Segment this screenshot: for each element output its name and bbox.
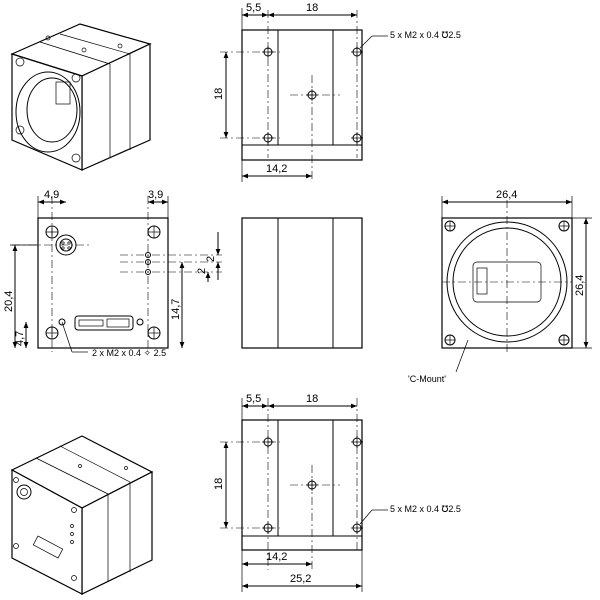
- back-dim-bottom: 4,7: [14, 331, 26, 346]
- back-view: 4,9 3,9 2 2 20,4 4,7 14,7 2 x M2 x 0.4 ✧…: [3, 189, 222, 358]
- top-dim-spacing: 18: [306, 2, 318, 14]
- back-dim-right: 3,9: [148, 189, 163, 201]
- bottom-view: 5,5 18 18 14,2 25,2 5 x M2 x 0.4 ℧2.5: [213, 393, 461, 592]
- top-dim-height: 18: [213, 88, 225, 100]
- bottom-dim-offset: 5,5: [246, 393, 261, 405]
- iso-view-front: [10, 23, 152, 171]
- status-leds: [145, 252, 151, 275]
- back-dim-led-bottom: 2: [196, 268, 208, 274]
- top-dim-offset: 5,5: [246, 2, 261, 14]
- io-connector: [55, 234, 77, 256]
- back-hole-note: 2 x M2 x 0.4 ✧ 2.5: [92, 348, 166, 358]
- top-dim-base: 14,2: [266, 163, 287, 175]
- front-dim-height: 26,4: [574, 275, 586, 296]
- back-dim-right-h: 14,7: [170, 299, 182, 320]
- c-mount-label: 'C-Mount': [408, 374, 446, 384]
- bottom-dim-height: 18: [213, 478, 225, 490]
- bottom-dim-total: 25,2: [290, 573, 311, 585]
- back-dim-total-h: 20,4: [3, 291, 15, 312]
- top-view: 5,5 18 18 14,2 5 x M2 x 0.4 ℧2.5: [213, 2, 461, 182]
- front-view: 26,4 26,4 'C-Mount': [408, 189, 592, 384]
- usb-connector: [74, 315, 134, 331]
- side-view: [241, 217, 363, 349]
- back-dim-left: 4,9: [44, 189, 59, 201]
- c-mount-ring: [446, 221, 568, 343]
- back-dim-led-top: 2: [205, 256, 217, 262]
- bottom-dim-base: 14,2: [266, 551, 287, 563]
- bottom-dim-spacing: 18: [306, 393, 318, 405]
- top-hole-note: 5 x M2 x 0.4 ℧2.5: [390, 30, 461, 40]
- front-dim-width: 26,4: [496, 189, 517, 201]
- bottom-hole-note: 5 x M2 x 0.4 ℧2.5: [390, 504, 461, 514]
- iso-view-back: [10, 435, 154, 595]
